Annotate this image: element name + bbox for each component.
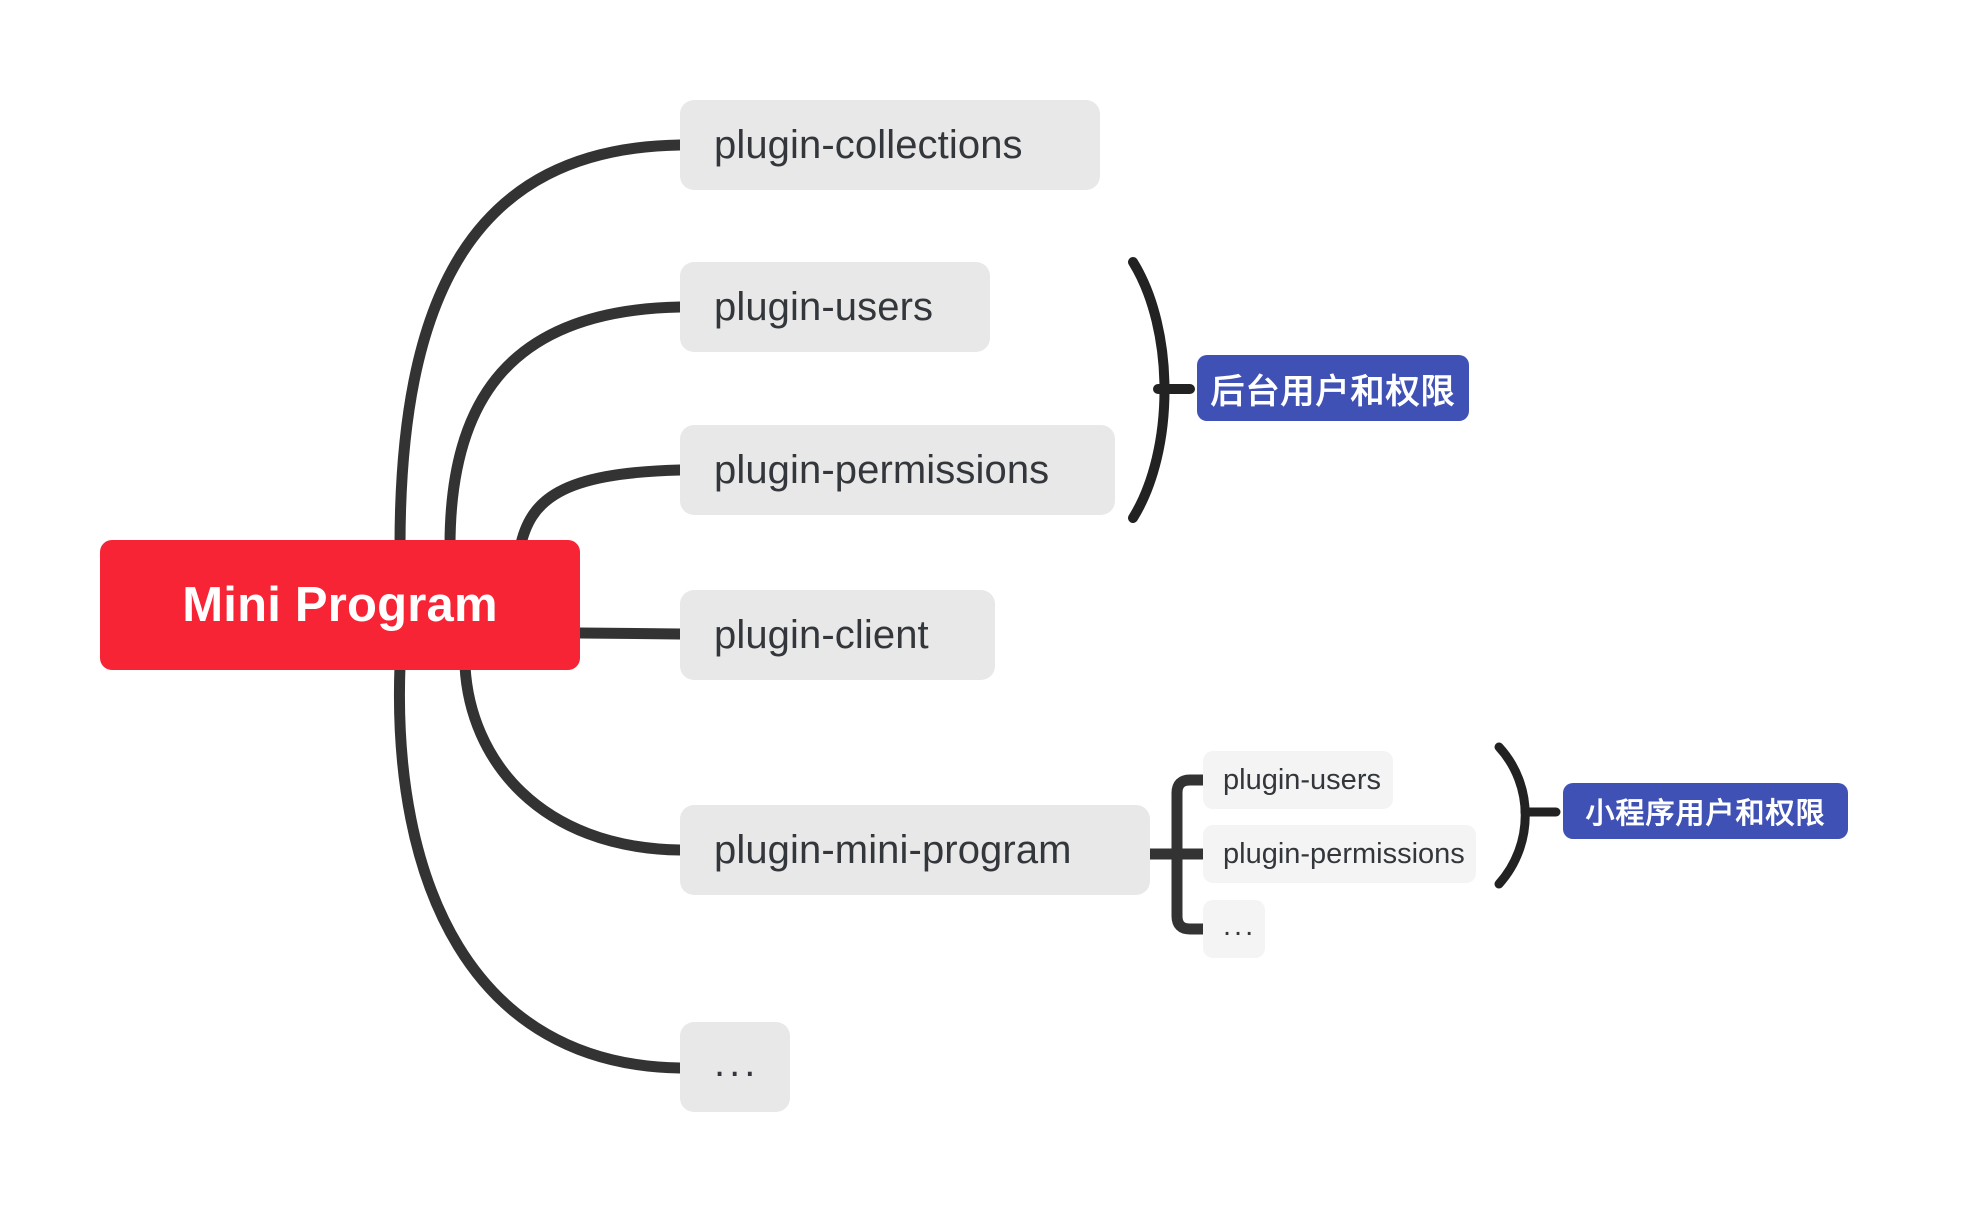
root-node-mini-program[interactable]: Mini Program: [100, 540, 580, 670]
branch-node-more[interactable]: ...: [680, 1022, 790, 1112]
sub-label-plugin-users: plugin-users: [1223, 763, 1381, 796]
branch-node-plugin-permissions[interactable]: plugin-permissions: [680, 425, 1115, 515]
branch-label-plugin-permissions: plugin-permissions: [714, 447, 1050, 492]
connector-miniprogram-spine: [1171, 774, 1209, 935]
badge-admin-label: 后台用户和权限: [1210, 372, 1456, 411]
branch-label-plugin-mini-program: plugin-mini-program: [714, 827, 1072, 872]
edge-root-to-miniprogram: [459, 660, 686, 856]
sub-node-plugin-users[interactable]: plugin-users: [1203, 751, 1393, 809]
edge-root-to-users: [444, 301, 686, 552]
edge-root-to-more: [393, 660, 686, 1074]
branch-node-plugin-client[interactable]: plugin-client: [680, 590, 995, 680]
bracket-admin-group: [1128, 257, 1170, 523]
sub-node-more[interactable]: ...: [1203, 900, 1265, 958]
root-node-label: Mini Program: [182, 578, 498, 632]
sub-label-plugin-permissions: plugin-permissions: [1223, 837, 1465, 870]
edge-root-to-client: [574, 627, 686, 640]
sub-node-plugin-permissions[interactable]: plugin-permissions: [1203, 825, 1476, 883]
branch-label-more: ...: [714, 1040, 760, 1085]
badge-miniprogram-users-permissions[interactable]: 小程序用户和权限: [1563, 783, 1848, 839]
badge-admin-users-permissions[interactable]: 后台用户和权限: [1197, 355, 1469, 421]
branch-node-plugin-collections[interactable]: plugin-collections: [680, 100, 1100, 190]
edge-root-to-permissions: [514, 464, 686, 554]
badge-miniprogram-label: 小程序用户和权限: [1585, 798, 1826, 830]
branch-label-plugin-collections: plugin-collections: [714, 122, 1023, 167]
branch-label-plugin-client: plugin-client: [714, 612, 929, 657]
branch-node-plugin-users[interactable]: plugin-users: [680, 262, 990, 352]
branch-label-plugin-users: plugin-users: [714, 284, 934, 329]
bracket-mini-group: [1494, 742, 1530, 889]
sub-label-more: ...: [1223, 909, 1257, 942]
branch-node-plugin-mini-program[interactable]: plugin-mini-program: [680, 805, 1150, 895]
edge-root-to-collections: [394, 139, 686, 552]
